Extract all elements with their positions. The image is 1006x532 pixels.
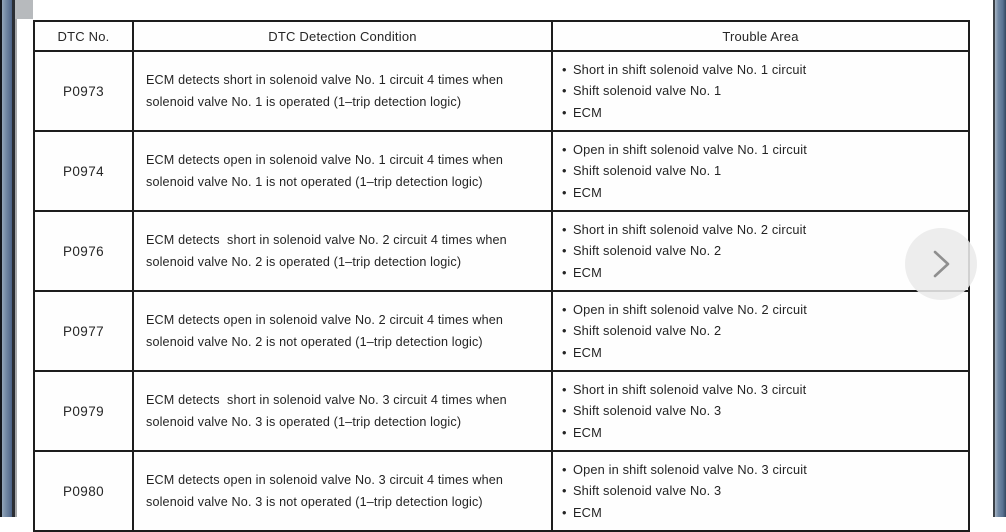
trouble-area-item: Short in shift solenoid valve No. 2 circ… (562, 219, 964, 241)
trouble-area-item: ECM (562, 342, 964, 364)
trouble-area-cell: Short in shift solenoid valve No. 3 circ… (551, 370, 970, 452)
trouble-area-cell: Open in shift solenoid valve No. 3 circu… (551, 450, 970, 532)
trouble-area-cell: Open in shift solenoid valve No. 2 circu… (551, 290, 970, 372)
trouble-area-item: ECM (562, 422, 964, 444)
trouble-area-item: Short in shift solenoid valve No. 3 circ… (562, 379, 964, 401)
detection-condition-cell: ECM detects open in solenoid valve No. 3… (132, 450, 553, 532)
detection-condition-cell: ECM detects short in solenoid valve No. … (132, 50, 553, 132)
trouble-area-item: ECM (562, 502, 964, 524)
dtc-code-cell: P0979 (33, 370, 134, 452)
trouble-area-item: Shift solenoid valve No. 3 (562, 400, 964, 422)
trouble-area-cell: Open in shift solenoid valve No. 1 circu… (551, 130, 970, 212)
detection-condition-cell: ECM detects open in solenoid valve No. 1… (132, 130, 553, 212)
page-right-border (993, 0, 995, 517)
trouble-area-item: Shift solenoid valve No. 1 (562, 80, 964, 102)
page-left-border (12, 0, 15, 517)
trouble-area-item: Open in shift solenoid valve No. 1 circu… (562, 139, 964, 161)
detection-condition-cell: ECM detects open in solenoid valve No. 2… (132, 290, 553, 372)
trouble-area-item: Shift solenoid valve No. 1 (562, 160, 964, 182)
dtc-code-cell: P0980 (33, 450, 134, 532)
detection-condition-cell: ECM detects short in solenoid valve No. … (132, 370, 553, 452)
column-header-trouble-area: Trouble Area (551, 20, 970, 52)
dtc-table: DTC No. DTC Detection Condition Trouble … (33, 20, 970, 532)
scan-artifact (15, 0, 33, 19)
right-side-band (995, 0, 1006, 517)
trouble-area-cell: Short in shift solenoid valve No. 2 circ… (551, 210, 970, 292)
trouble-area-cell: Short in shift solenoid valve No. 1 circ… (551, 50, 970, 132)
next-page-button[interactable] (905, 228, 977, 300)
chevron-right-icon (933, 250, 950, 278)
trouble-area-item: Shift solenoid valve No. 2 (562, 320, 964, 342)
dtc-code-cell: P0976 (33, 210, 134, 292)
column-header-detection-condition: DTC Detection Condition (132, 20, 553, 52)
detection-condition-cell: ECM detects short in solenoid valve No. … (132, 210, 553, 292)
trouble-area-item: Open in shift solenoid valve No. 3 circu… (562, 459, 964, 481)
column-header-dtc-no: DTC No. (33, 20, 134, 52)
trouble-area-item: Shift solenoid valve No. 2 (562, 240, 964, 262)
table-header-row: DTC No. DTC Detection Condition Trouble … (33, 20, 970, 52)
trouble-area-item: ECM (562, 262, 964, 284)
dtc-code-cell: P0973 (33, 50, 134, 132)
left-dark-edge (0, 0, 2, 517)
trouble-area-item: ECM (562, 102, 964, 124)
trouble-area-item: Open in shift solenoid valve No. 2 circu… (562, 299, 964, 321)
trouble-area-item: Shift solenoid valve No. 3 (562, 480, 964, 502)
trouble-area-item: ECM (562, 182, 964, 204)
left-side-band (2, 0, 12, 517)
trouble-area-item: Short in shift solenoid valve No. 1 circ… (562, 59, 964, 81)
page-left-shadow (15, 0, 17, 517)
dtc-code-cell: P0974 (33, 130, 134, 212)
dtc-code-cell: P0977 (33, 290, 134, 372)
